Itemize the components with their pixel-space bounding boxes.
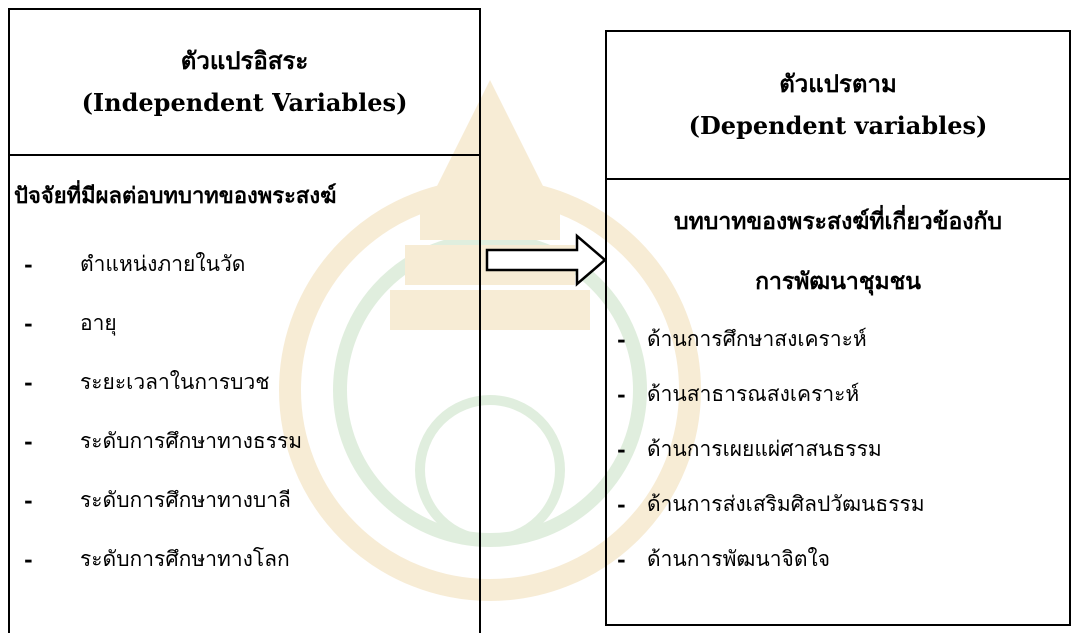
list-item-label: ด้านการพัฒนาจิตใจ — [647, 547, 831, 571]
list-item-label: ด้านสาธารณสงเคราะห์ — [647, 382, 860, 406]
list-bullet-dash: - — [24, 311, 33, 336]
list-bullet-dash: - — [24, 370, 33, 395]
dependent-group-title-line2: การพัฒนาชุมชน — [755, 268, 921, 295]
list-item: - อายุ — [10, 294, 479, 353]
list-item-label: ด้านการส่งเสริมศิลปวัฒนธรรม — [647, 492, 925, 516]
independent-group-title: ปัจจัยที่มีผลต่อบทบาทของพระสงฆ์ — [14, 183, 337, 209]
list-item-label: ด้านการศึกษาสงเคราะห์ — [647, 327, 867, 351]
dependent-variables-header: ตัวแปรตาม (Dependent variables) — [607, 32, 1069, 180]
list-bullet-dash: - — [617, 492, 626, 517]
list-bullet-dash: - — [617, 327, 626, 352]
list-item-label: ระยะเวลาในการบวช — [80, 370, 270, 394]
dependent-group-title: บทบาทของพระสงฆ์ที่เกี่ยวข้องกับ การพัฒนา… — [607, 192, 1069, 312]
right-arrow-icon — [485, 233, 607, 287]
independent-variable-list: - ตำแหน่งภายในวัด - อายุ - ระยะเวลาในการบวช… — [10, 235, 479, 589]
dependent-group-title-line1: บทบาทของพระสงฆ์ที่เกี่ยวข้องกับ — [673, 208, 1003, 235]
list-item: - ระดับการศึกษาทางโลก — [10, 530, 479, 589]
list-item: - ระดับการศึกษาทางบาลี — [10, 471, 479, 530]
independent-variables-box: ตัวแปรอิสระ (Independent Variables) ปัจจ… — [8, 8, 481, 633]
independent-title-english: (Independent Variables) — [81, 88, 408, 117]
independent-title-thai: ตัวแปรอิสระ — [180, 46, 309, 75]
dependent-title-thai: ตัวแปรตาม — [779, 69, 897, 98]
list-bullet-dash: - — [24, 252, 33, 277]
list-item: - ตำแหน่งภายในวัด — [10, 235, 479, 294]
list-item: - ระยะเวลาในการบวช — [10, 353, 479, 412]
list-item-label: ตำแหน่งภายในวัด — [80, 252, 246, 276]
dependent-variables-box: ตัวแปรตาม (Dependent variables) บทบาทของ… — [605, 30, 1071, 626]
dependent-variable-list: -ด้านการศึกษาสงเคราะห์ -ด้านสาธารณสงเครา… — [607, 312, 1069, 587]
independent-variables-header: ตัวแปรอิสระ (Independent Variables) — [10, 10, 479, 156]
list-bullet-dash: - — [617, 382, 626, 407]
list-bullet-dash: - — [617, 547, 626, 572]
list-bullet-dash: - — [617, 437, 626, 462]
list-item: -ด้านการพัฒนาจิตใจ — [607, 532, 1069, 587]
dependent-title-english: (Dependent variables) — [688, 111, 988, 140]
list-item-label: ระดับการศึกษาทางธรรม — [80, 429, 303, 453]
list-bullet-dash: - — [24, 429, 33, 454]
list-item: -ด้านสาธารณสงเคราะห์ — [607, 367, 1069, 422]
list-item: -ด้านการศึกษาสงเคราะห์ — [607, 312, 1069, 367]
list-item: -ด้านการส่งเสริมศิลปวัฒนธรรม — [607, 477, 1069, 532]
list-item-label: ระดับการศึกษาทางโลก — [80, 547, 290, 571]
list-bullet-dash: - — [24, 547, 33, 572]
list-item-label: ด้านการเผยแผ่ศาสนธรรม — [647, 437, 882, 461]
list-item-label: อายุ — [80, 311, 117, 335]
university-seal-watermark — [279, 80, 701, 601]
list-item-label: ระดับการศึกษาทางบาลี — [80, 488, 291, 512]
list-item: - ระดับการศึกษาทางธรรม — [10, 412, 479, 471]
list-item: -ด้านการเผยแผ่ศาสนธรรม — [607, 422, 1069, 477]
list-bullet-dash: - — [24, 488, 33, 513]
